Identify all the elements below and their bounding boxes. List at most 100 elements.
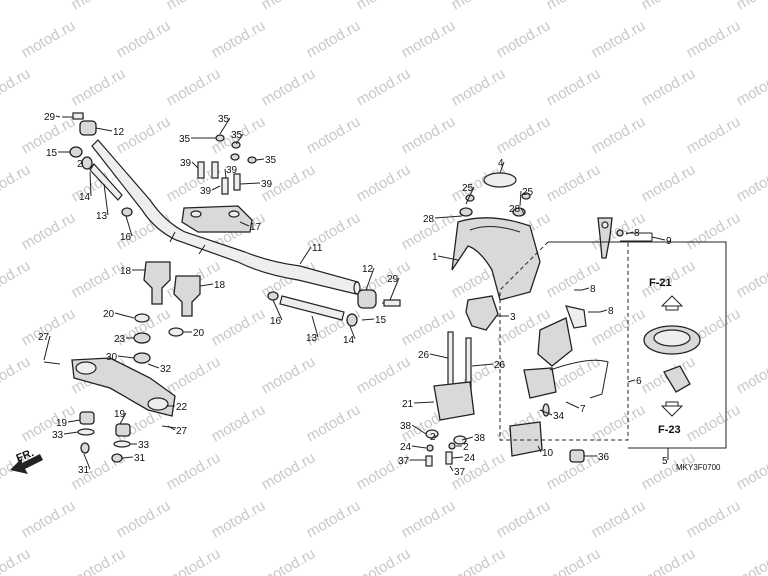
lower-cover-bracket	[433, 381, 585, 463]
callout-label: 25	[522, 187, 534, 198]
leader-line	[651, 236, 666, 241]
callout-label: 39	[180, 158, 192, 169]
top-bridge	[43, 357, 177, 429]
leader-line	[67, 419, 81, 423]
watermark-text: motod.ru	[449, 545, 509, 576]
key	[597, 217, 653, 259]
callout-label: 9	[666, 236, 672, 247]
watermark-text: motod.ru	[734, 0, 768, 13]
watermark-text: motod.ru	[164, 545, 224, 576]
callout-label: 8	[608, 306, 614, 317]
callout-label: 16	[120, 232, 132, 243]
callout-label: 4	[498, 158, 504, 169]
leader-line	[625, 231, 634, 235]
callout-label: 14	[343, 335, 355, 346]
watermark-text: motod.ru	[354, 161, 414, 205]
callout-label: 8	[590, 284, 596, 295]
callout-label: 37	[454, 467, 466, 478]
callout-label: 20	[103, 309, 115, 320]
watermark-text: motod.ru	[639, 161, 699, 205]
watermark-text: motod.ru	[304, 17, 364, 61]
callout-label: 33	[52, 430, 64, 441]
watermark-text: motod.ru	[639, 65, 699, 109]
leader-line	[235, 133, 244, 145]
leader-line	[411, 445, 427, 449]
callout-label: 26	[494, 360, 506, 371]
watermark-text: motod.ru	[69, 0, 129, 13]
leader-line	[429, 353, 449, 359]
leader-line	[121, 456, 134, 459]
left-bar-end-parts	[62, 112, 133, 217]
watermark-text: motod.ru	[259, 545, 319, 576]
watermark-text: motod.ru	[0, 257, 33, 301]
callout-label: 2	[430, 432, 436, 443]
callout-label: 38	[400, 421, 412, 432]
callout-label: 10	[542, 448, 554, 459]
watermark-text: motod.ru	[354, 353, 414, 397]
callout-label: 36	[598, 452, 610, 463]
watermark-text: motod.ru	[69, 545, 129, 576]
leader-line	[449, 465, 454, 472]
callout-label: 37	[398, 456, 410, 467]
callout-label: 20	[193, 328, 205, 339]
callout-label: 6	[636, 376, 642, 387]
leader-line	[465, 186, 475, 205]
leader-line	[437, 255, 459, 261]
callout-label: 35	[231, 130, 243, 141]
handlebar	[91, 139, 361, 295]
leader-line	[43, 335, 51, 361]
leader-line	[83, 453, 91, 470]
watermark-text: motod.ru	[684, 209, 744, 253]
watermark-text: motod.ru	[734, 257, 768, 301]
frame-5	[499, 241, 727, 449]
upper-holder	[181, 134, 257, 233]
watermark-text: motod.ru	[449, 65, 509, 109]
callout-label: 25	[462, 183, 474, 194]
leader-line	[103, 183, 109, 216]
callout-label: 28	[509, 204, 521, 215]
callout-label: 19	[114, 409, 126, 420]
ignition-switch	[465, 289, 609, 399]
callout-label: 24	[400, 442, 412, 453]
callout-label: 39	[200, 186, 212, 197]
front-arrow	[10, 454, 43, 474]
leader-line	[451, 456, 464, 459]
leader-line	[117, 355, 135, 359]
watermark-text: motod.ru	[589, 401, 649, 445]
callout-label: 22	[176, 402, 188, 413]
callout-label: 27	[176, 426, 188, 437]
leader-line	[599, 309, 608, 313]
callout-label: 29	[44, 112, 56, 123]
leader-line	[191, 161, 199, 169]
watermark-text: motod.ru	[19, 17, 79, 61]
callout-label: 18	[120, 266, 132, 277]
leader-line	[627, 379, 636, 383]
watermark-text: motod.ru	[684, 401, 744, 445]
callout-label: 31	[78, 465, 90, 476]
callout-label: 15	[46, 148, 58, 159]
callout-label: 8	[634, 228, 640, 239]
watermark-text: motod.ru	[544, 545, 604, 576]
callout-label: 18	[214, 280, 226, 291]
callout-label: 35	[179, 134, 191, 145]
leader-line	[537, 445, 542, 453]
leader-line	[520, 207, 525, 215]
callout-label: 11	[312, 243, 323, 254]
callout-label: 23	[114, 334, 126, 345]
watermark-text: motod.ru	[164, 0, 224, 13]
leader-line	[167, 425, 176, 431]
leader-line	[255, 158, 265, 161]
watermark-text: motod.ru	[589, 497, 649, 541]
right-bar-end-parts	[267, 289, 401, 327]
watermark-text: motod.ru	[734, 545, 768, 576]
callout-label: 38	[474, 433, 486, 444]
frame-ref-f23: F-23	[658, 424, 681, 436]
leader-line	[365, 267, 375, 291]
meter-cover	[451, 172, 541, 301]
watermark-text: motod.ru	[259, 65, 319, 109]
leader-line	[565, 401, 580, 409]
watermark-text: motod.ru	[114, 497, 174, 541]
leader-line	[434, 215, 463, 219]
